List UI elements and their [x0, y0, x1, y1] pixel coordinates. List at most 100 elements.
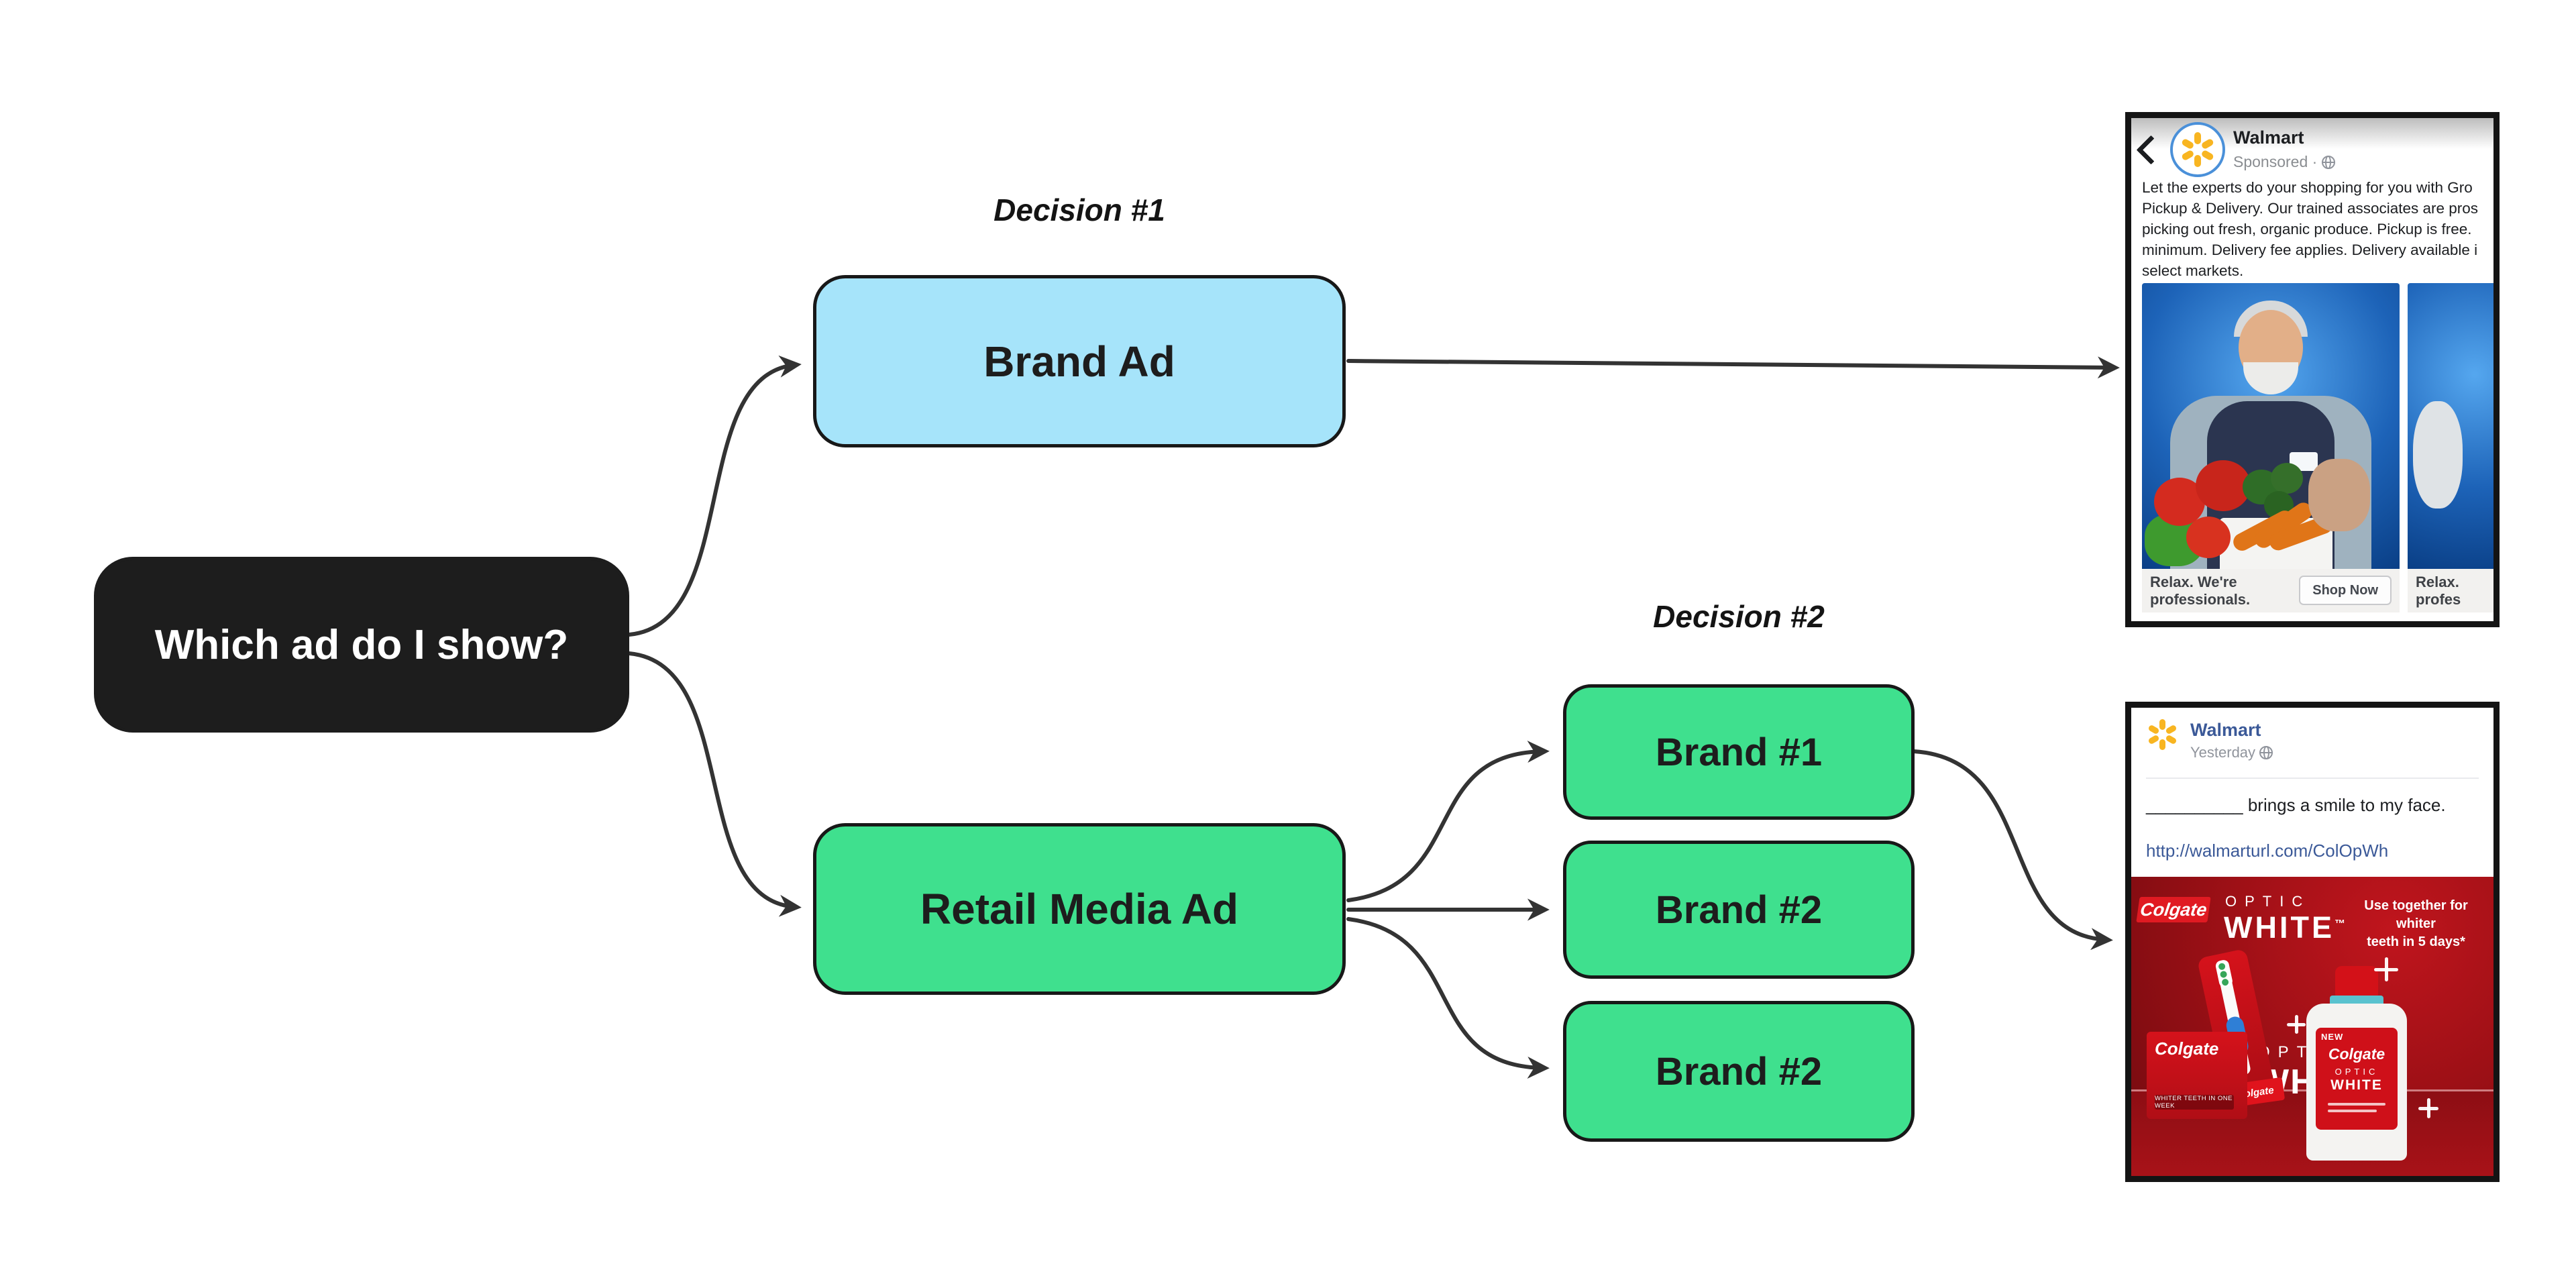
post-text: __________ brings a smile to my face. — [2146, 795, 2446, 815]
card-headline-line2: professionals. — [2150, 591, 2251, 608]
box-tagline: WHITER TEETH IN ONE WEEK — [2155, 1095, 2234, 1110]
spark-ray — [2180, 138, 2195, 150]
globe-icon — [2259, 746, 2273, 759]
card-headline-line1: Relax. We're — [2150, 574, 2237, 590]
node-which-ad-do-i-show: Which ad do I show? — [94, 557, 629, 733]
trademark-symbol: ™ — [2334, 918, 2345, 930]
sponsored-label: Sponsored · — [2233, 153, 2318, 170]
associate-sleeve — [2413, 401, 2463, 508]
carousel-card-1: Relax. We're professionals. Shop Now — [2142, 283, 2400, 612]
spark-ray — [2147, 724, 2160, 735]
ad-body-line: minimum. Delivery fee applies. Delivery … — [2142, 242, 2478, 258]
claim-text: Use together for whiter teeth in 5 days* — [2347, 897, 2485, 951]
retail-ad-card: Walmart Yesterday __________ brings a sm… — [2131, 708, 2493, 1176]
post-time-label: Yesterday — [2190, 744, 2256, 761]
edge-root-to-retail-media — [627, 651, 802, 917]
page-name[interactable]: Walmart — [2233, 127, 2304, 148]
post-link[interactable]: http://walmarturl.com/ColOpWh — [2146, 841, 2389, 861]
bottle-label: NEW Colgate OPTIC WHITE — [2316, 1028, 2398, 1130]
retail-media-ad-example-screenshot: Walmart Yesterday __________ brings a sm… — [2125, 702, 2500, 1182]
sparkle-glint — [2374, 957, 2398, 981]
spark-ray — [2180, 149, 2195, 162]
brand-ad-card: Walmart Sponsored · Let the experts do y… — [2131, 118, 2493, 621]
next-card-headline: Relax. profes — [2416, 574, 2461, 608]
shop-now-button[interactable]: Shop Now — [2299, 576, 2392, 605]
brand-ad-example-screenshot: Walmart Sponsored · Let the experts do y… — [2125, 112, 2500, 627]
post-time-row: Yesterday — [2190, 744, 2273, 761]
glint-bar — [2287, 1022, 2306, 1026]
spark-ray — [2159, 719, 2165, 730]
edge-brand1-to-example — [1912, 749, 2113, 951]
next-card-photo — [2408, 283, 2493, 569]
next-card-line2: profes — [2416, 591, 2461, 608]
node-brand-ad-label: Brand Ad — [983, 337, 1175, 386]
colgate-logo-badge: Colgate — [2136, 897, 2211, 922]
globe-icon — [2321, 156, 2335, 169]
bottle-brand-text: Colgate — [2328, 1045, 2385, 1063]
colgate-creative: Colgate OPTIC WHITE™ Use together for wh… — [2131, 877, 2493, 1176]
claim-line2: teeth in 5 days* — [2367, 934, 2465, 949]
sparkle-glint — [2287, 1015, 2306, 1034]
glint-bar — [2374, 967, 2398, 971]
spark-ray — [2194, 155, 2201, 167]
header-divider — [2146, 778, 2479, 779]
tomato-shape — [2186, 517, 2231, 558]
edge-retail-to-brand1 — [1346, 741, 1550, 902]
edge-brand-ad-to-example — [1346, 356, 2120, 379]
node-brand-2-label: Brand #2 — [1655, 888, 1823, 932]
node-brand-2b-label: Brand #2 — [1655, 1049, 1823, 1093]
decision-1-label: Decision #1 — [994, 193, 1165, 227]
box-brand-text: Colgate — [2155, 1038, 2219, 1059]
node-brand-ad: Brand Ad — [813, 275, 1346, 447]
node-brand-1-label: Brand #1 — [1655, 730, 1823, 774]
edge-retail-to-brand3 — [1346, 917, 1550, 1079]
optic-wordmark-line1: OPTIC — [2225, 893, 2311, 910]
carousel-card-2-partial: Relax. profes — [2408, 283, 2493, 612]
tomato-shape — [2196, 460, 2251, 511]
walmart-logo-ring — [2170, 122, 2225, 177]
carousel: Relax. We're professionals. Shop Now — [2142, 283, 2493, 612]
bottle-new-flag: NEW — [2321, 1032, 2344, 1042]
walmart-spark-icon — [2146, 718, 2178, 751]
node-retail-label: Retail Media Ad — [920, 885, 1239, 933]
bottle-white-text: WHITE — [2330, 1077, 2383, 1093]
ad-body-text: Let the experts do your shopping for you… — [2142, 177, 2492, 281]
node-brand-1: Brand #1 — [1563, 684, 1915, 820]
ad-body-line: picking out fresh, organic produce. Pick… — [2142, 221, 2472, 237]
ad-body-line: Let the experts do your shopping for you… — [2142, 179, 2473, 196]
ad-body-line: Pickup & Delivery. Our trained associate… — [2142, 200, 2479, 217]
label-fineprint-bar — [2328, 1103, 2385, 1106]
spark-ray — [2200, 149, 2215, 162]
globe-equator — [2321, 162, 2335, 163]
page-name[interactable]: Walmart — [2190, 720, 2261, 740]
node-retail-media-ad: Retail Media Ad — [813, 823, 1346, 995]
associate-beard — [2243, 362, 2298, 394]
bottle-cap — [2335, 966, 2378, 997]
spark-ray — [2164, 724, 2178, 735]
label-fineprint-bar — [2328, 1110, 2377, 1112]
sparkle-glint — [2418, 1098, 2438, 1118]
broccoli-shape — [2271, 463, 2303, 494]
bottle-optic-text: OPTIC — [2334, 1067, 2379, 1077]
sponsored-row: Sponsored · — [2233, 153, 2335, 171]
mouthwash-bottle: NEW Colgate OPTIC WHITE — [2304, 966, 2410, 1161]
optic-wordmark-line2: WHITE™ — [2224, 910, 2345, 945]
spark-ray — [2194, 132, 2201, 144]
glint-bar — [2418, 1106, 2438, 1110]
shop-now-label: Shop Now — [2312, 582, 2378, 598]
edge-root-to-brand-ad — [627, 355, 802, 637]
node-brand-2b: Brand #2 — [1563, 1001, 1915, 1142]
ad-body-line: select markets. — [2142, 262, 2244, 279]
next-card-caption: Relax. profes — [2408, 569, 2493, 612]
toothpaste-box: Colgate WHITER TEETH IN ONE WEEK — [2147, 1032, 2247, 1119]
node-root-label: Which ad do I show? — [154, 621, 569, 668]
globe-equator — [2259, 752, 2273, 753]
card-caption: Relax. We're professionals. Shop Now — [2142, 569, 2400, 612]
colgate-logo-text: Colgate — [2139, 899, 2208, 920]
walmart-spark-icon — [2173, 125, 2222, 174]
decision-2-label: Decision #2 — [1653, 599, 1825, 634]
spark-ray — [2147, 734, 2160, 745]
node-brand-2: Brand #2 — [1563, 841, 1915, 979]
white-text: WHITE — [2224, 910, 2334, 945]
spark-ray — [2159, 739, 2165, 750]
